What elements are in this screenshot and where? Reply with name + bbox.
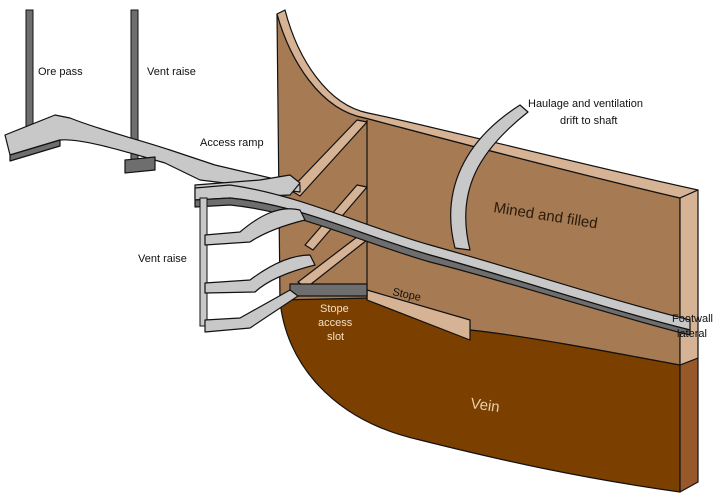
label-stope-access-2: access bbox=[318, 317, 353, 329]
vent-raise-left-shaft bbox=[199, 197, 208, 327]
ore-pass-drift-side bbox=[9, 139, 61, 162]
label-vein: Vein bbox=[469, 395, 500, 416]
label-ore-pass: Ore pass bbox=[38, 66, 83, 78]
level-drift bbox=[204, 289, 299, 333]
ore-pass-shaft bbox=[25, 9, 34, 139]
label-footwall-2: lateral bbox=[677, 328, 707, 340]
label-footwall-1: Footwall bbox=[672, 313, 713, 325]
level-drift bbox=[204, 254, 316, 294]
ore-pass-drift bbox=[4, 114, 301, 193]
label-access-ramp: Access ramp bbox=[200, 137, 264, 149]
haulage-drift bbox=[450, 104, 529, 251]
label-stope-access-3: slot bbox=[327, 331, 344, 343]
vein-side-face bbox=[679, 357, 699, 493]
label-stope-access-1: Stope bbox=[320, 303, 349, 315]
stope-access-slot-floor bbox=[289, 283, 368, 297]
label-haulage-2: drift to shaft bbox=[560, 115, 617, 127]
footwall-lateral-side bbox=[194, 197, 691, 336]
label-stope: Stope bbox=[391, 286, 422, 304]
label-vent-raise-top: Vent raise bbox=[147, 66, 196, 78]
vent-raise-top-box bbox=[124, 156, 156, 174]
stope-beam bbox=[289, 119, 368, 197]
label-vent-raise-left: Vent raise bbox=[138, 253, 187, 265]
level-drift bbox=[204, 208, 306, 246]
label-haulage-1: Haulage and ventilation bbox=[528, 98, 643, 110]
